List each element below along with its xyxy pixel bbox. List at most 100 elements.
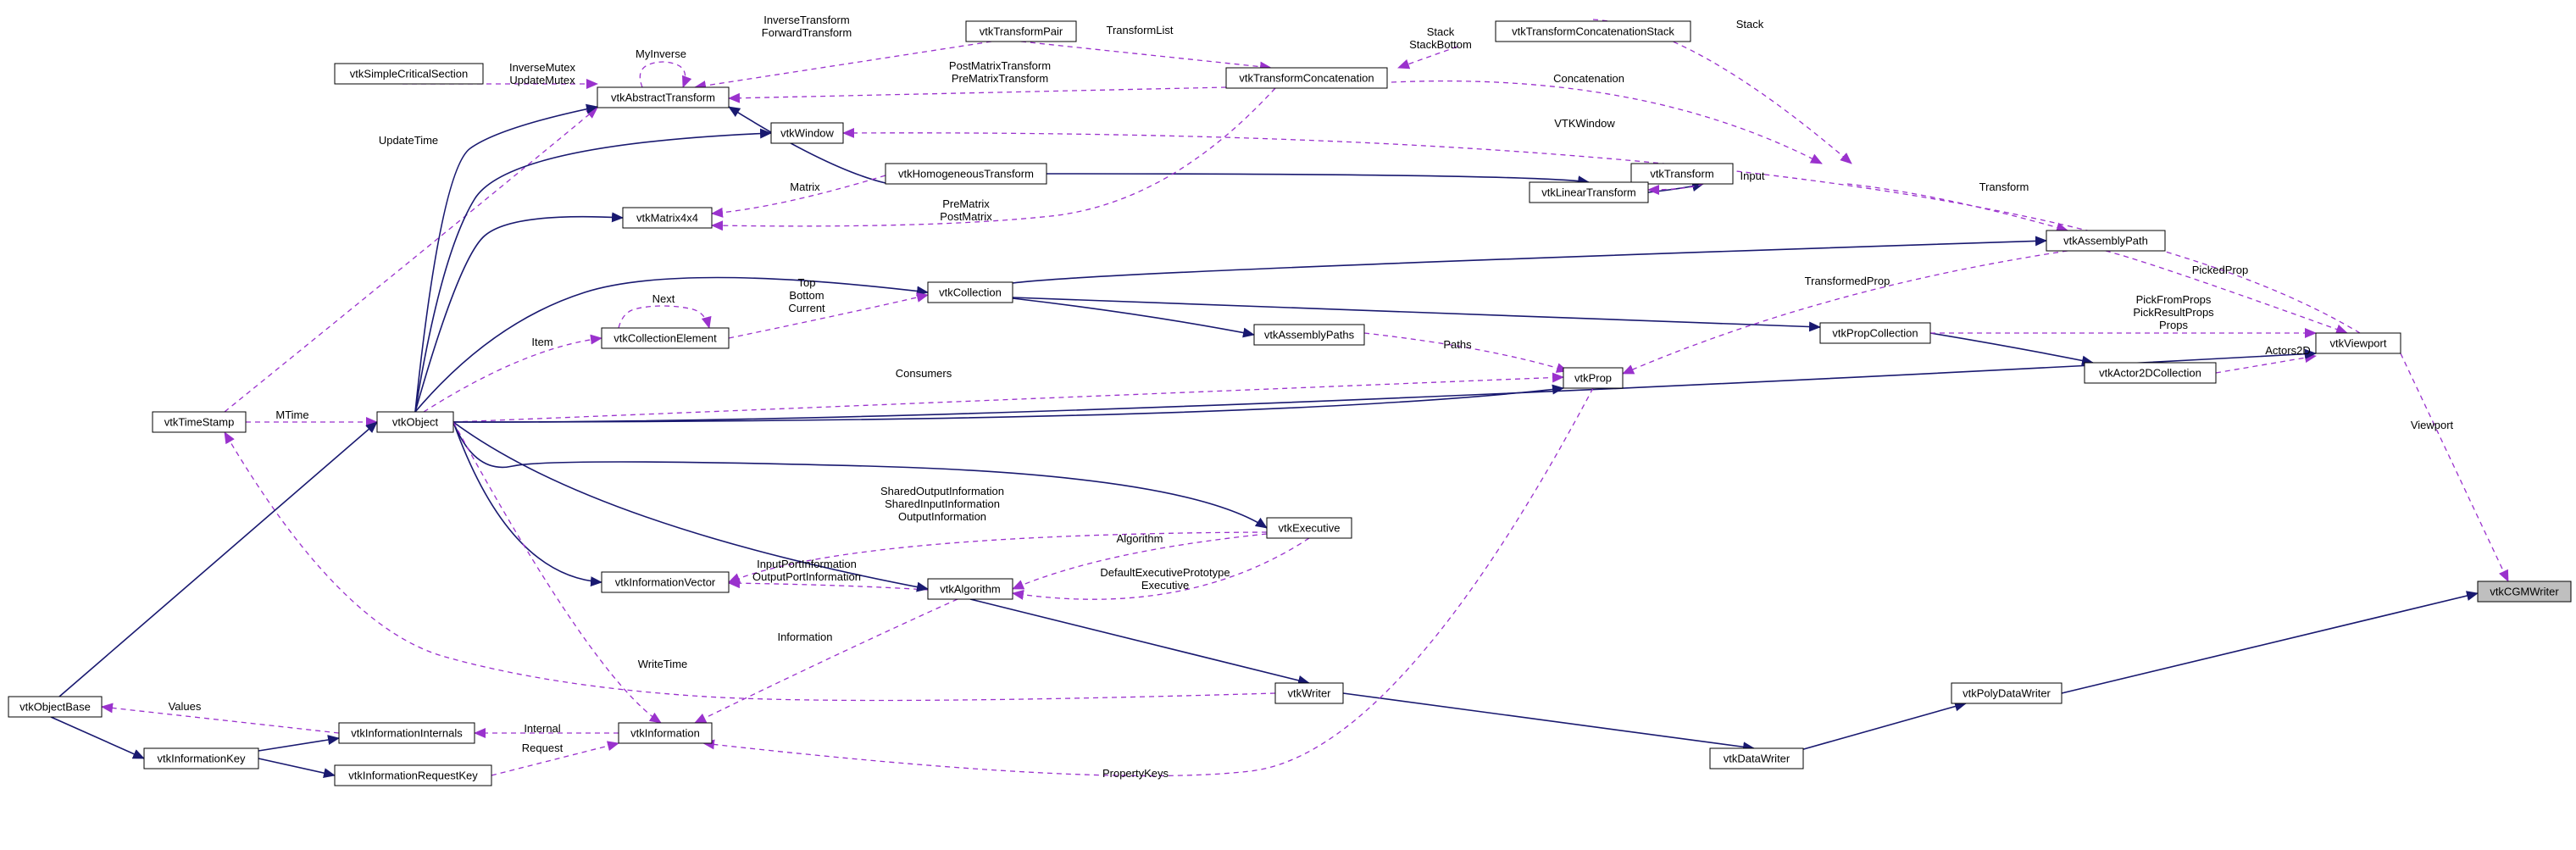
class-node-vtk-object[interactable]: vtkObject <box>376 411 454 433</box>
edge-vtk-information-key-to-vtk-information-request-key <box>258 758 336 779</box>
edge-vtk-object-to-vtk-algorithm <box>452 421 929 592</box>
edge-label: Actors2D <box>2265 344 2310 357</box>
class-node-vtk-homogeneous-transform[interactable]: vtkHomogeneousTransform <box>885 163 1047 185</box>
edge-label: PreMatrixTransform <box>952 72 1048 85</box>
edge-vtk-object-to-vtk-collection <box>414 276 929 413</box>
class-node-box[interactable] <box>885 163 1047 185</box>
class-node-vtk-data-writer[interactable]: vtkDataWriter <box>1709 747 1804 769</box>
class-node-box[interactable] <box>334 63 484 85</box>
class-node-vtk-assembly-paths[interactable]: vtkAssemblyPaths <box>1253 324 1365 346</box>
class-node-box[interactable] <box>1630 163 1734 185</box>
edge-label: Next <box>652 292 675 305</box>
edge-label: TransformedProp <box>1805 275 1890 287</box>
class-node-box[interactable] <box>1266 517 1352 539</box>
class-node-box[interactable] <box>2315 332 2401 354</box>
class-node-vtk-poly-data-writer[interactable]: vtkPolyDataWriter <box>1951 682 2062 704</box>
class-node-vtk-linear-transform[interactable]: vtkLinearTransform <box>1529 181 1649 203</box>
class-node-label: vtkPropCollection <box>1832 327 1918 340</box>
class-node-box[interactable] <box>1225 67 1388 89</box>
edge-label: ForwardTransform <box>762 26 852 39</box>
class-node-vtk-abstract-transform[interactable]: vtkAbstractTransform <box>597 86 730 108</box>
class-node-box[interactable] <box>1253 324 1365 346</box>
class-node-vtk-transform[interactable]: vtkTransform <box>1630 163 1734 185</box>
class-node-vtk-assembly-path[interactable]: vtkAssemblyPath <box>2046 230 2166 252</box>
class-node-vtk-object-base[interactable]: vtkObjectBase <box>8 696 103 718</box>
class-node-box[interactable] <box>1819 322 1931 344</box>
edge-vtk-transform-to-vtk-assembly-path <box>1846 183 2068 233</box>
edge-label: Executive <box>1141 579 1189 592</box>
edge-label: MyInverse <box>636 47 686 60</box>
class-node-box[interactable] <box>2084 362 2217 384</box>
class-node-vtk-matrix4x4[interactable]: vtkMatrix4x4 <box>622 207 713 229</box>
class-node-vtk-executive[interactable]: vtkExecutive <box>1266 517 1352 539</box>
edge-label: TransformList <box>1107 24 1174 36</box>
class-node-vtk-prop[interactable]: vtkProp <box>1563 367 1624 389</box>
class-node-label: vtkObject <box>392 416 439 429</box>
edge-vtk-algorithm-to-vtk-executive <box>1012 533 1268 590</box>
class-node-vtk-cgmwriter[interactable]: vtkCGMWriter <box>2477 581 2572 603</box>
edge-vtk-abstract-transform-to-vtk-transform-concatenation <box>728 86 1227 103</box>
class-node-vtk-prop-collection[interactable]: vtkPropCollection <box>1819 322 1931 344</box>
class-node-vtk-collection-element[interactable]: vtkCollectionElement <box>601 327 730 349</box>
class-node-box[interactable] <box>376 411 454 433</box>
edge-label: Current <box>788 302 825 314</box>
edge-label: PickResultProps <box>2133 306 2214 319</box>
class-node-label: vtkViewport <box>2330 337 2387 350</box>
class-node-vtk-time-stamp[interactable]: vtkTimeStamp <box>152 411 247 433</box>
class-node-vtk-actor2-dcollection[interactable]: vtkActor2DCollection <box>2084 362 2217 384</box>
class-node-vtk-writer[interactable]: vtkWriter <box>1274 682 1344 704</box>
class-node-box[interactable] <box>770 122 844 144</box>
class-node-label: vtkObjectBase <box>19 701 91 714</box>
edge-label: Internal <box>524 722 560 735</box>
class-node-vtk-collection[interactable]: vtkCollection <box>927 281 1013 303</box>
class-node-label: vtkTransformConcatenation <box>1239 72 1374 85</box>
node-layer: vtkTransformPair vtkTransformConcatenatio… <box>8 20 2572 786</box>
class-node-box[interactable] <box>1529 181 1649 203</box>
class-node-vtk-algorithm[interactable]: vtkAlgorithm <box>927 578 1013 600</box>
class-node-vtk-information-request-key[interactable]: vtkInformationRequestKey <box>334 764 492 786</box>
class-node-box[interactable] <box>338 722 475 744</box>
class-node-box[interactable] <box>601 327 730 349</box>
class-node-box[interactable] <box>1563 367 1624 389</box>
edge-vtk-homogeneous-transform-to-vtk-linear-transform <box>1046 173 1590 186</box>
edge-vtk-data-writer-to-vtk-poly-data-writer <box>1800 701 1967 751</box>
class-node-box[interactable] <box>927 281 1013 303</box>
edge-label: MTime <box>275 408 308 421</box>
class-node-box[interactable] <box>334 764 492 786</box>
class-node-box[interactable] <box>152 411 247 433</box>
class-node-vtk-transform-concatenation[interactable]: vtkTransformConcatenation <box>1225 67 1388 89</box>
edge-label: Item <box>531 336 552 348</box>
class-node-box[interactable] <box>601 571 730 593</box>
class-node-box[interactable] <box>2477 581 2572 603</box>
class-node-box[interactable] <box>2046 230 2166 252</box>
edge-vtk-viewport-to-vtk-cgmwriter <box>2400 353 2509 582</box>
class-node-box[interactable] <box>1709 747 1804 769</box>
class-node-label: vtkPolyDataWriter <box>1963 687 2051 700</box>
class-node-vtk-simple-critical-section[interactable]: vtkSimpleCriticalSection <box>334 63 484 85</box>
class-node-vtk-transform-concatenation-stack[interactable]: vtkTransformConcatenationStack <box>1495 20 1691 42</box>
class-node-box[interactable] <box>618 722 713 744</box>
edge-label: PreMatrix <box>942 197 990 210</box>
class-node-box[interactable] <box>927 578 1013 600</box>
class-node-vtk-information-internals[interactable]: vtkInformationInternals <box>338 722 475 744</box>
class-node-vtk-viewport[interactable]: vtkViewport <box>2315 332 2401 354</box>
class-node-vtk-information-vector[interactable]: vtkInformationVector <box>601 571 730 593</box>
class-node-box[interactable] <box>1274 682 1344 704</box>
class-node-vtk-window[interactable]: vtkWindow <box>770 122 844 144</box>
class-node-box[interactable] <box>1495 20 1691 42</box>
class-node-box[interactable] <box>965 20 1077 42</box>
class-node-box[interactable] <box>143 747 259 769</box>
class-node-box[interactable] <box>8 696 103 718</box>
class-node-box[interactable] <box>622 207 713 229</box>
class-node-box[interactable] <box>597 86 730 108</box>
class-node-vtk-information-key[interactable]: vtkInformationKey <box>143 747 259 769</box>
class-node-vtk-information[interactable]: vtkInformation <box>618 722 713 744</box>
class-node-box[interactable] <box>1951 682 2062 704</box>
edge-vtk-transform-concatenation-to-vtk-transform <box>1391 81 1823 164</box>
class-node-vtk-transform-pair[interactable]: vtkTransformPair <box>965 20 1077 42</box>
edge-vtk-collection-element-to-vtk-collection-element <box>618 305 712 329</box>
edge-label: SharedInputInformation <box>885 497 1000 510</box>
edge-vtk-object-to-vtk-viewport <box>452 348 2317 423</box>
class-node-label: vtkAssemblyPaths <box>1264 329 1355 342</box>
edge-vtk-transform-concatenation-stack-to-vtk-transform <box>1592 19 1852 164</box>
